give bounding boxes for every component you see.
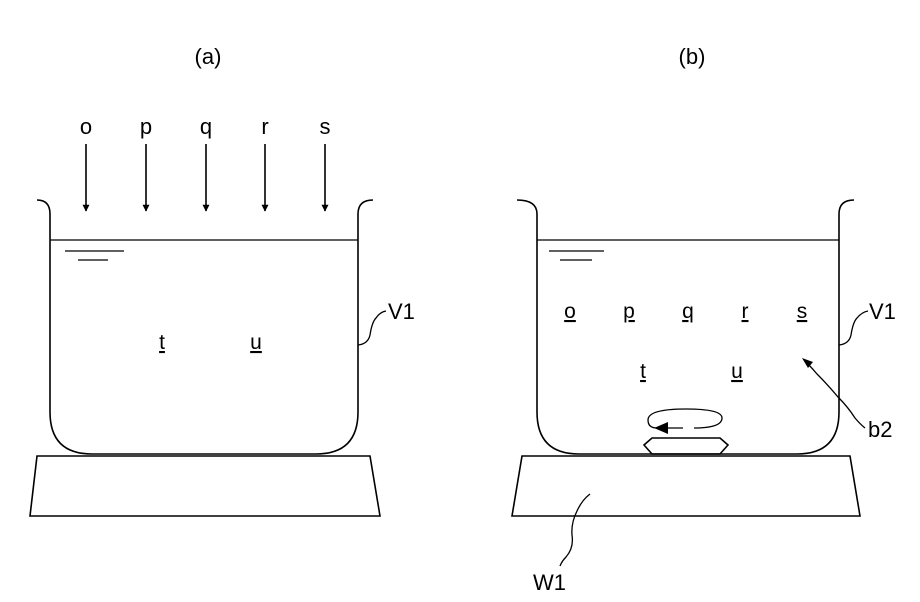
arrow-o: o	[80, 114, 92, 211]
vessel-label-a: V1	[388, 299, 415, 324]
content-t-b: t	[640, 360, 646, 383]
leader-v1-a	[358, 311, 386, 345]
arrow-s: s	[320, 114, 331, 211]
arrow-q: q	[200, 114, 212, 211]
arrow-p: p	[140, 114, 152, 211]
plate-label-w1: W1	[533, 570, 566, 595]
water-level-symbol-b	[549, 251, 604, 260]
beaker-b	[517, 200, 854, 454]
stand-b	[512, 456, 860, 516]
content-r-b: r	[742, 300, 749, 323]
stir-bar	[644, 438, 728, 454]
arrow-label-o: o	[80, 114, 92, 139]
content-p-b: p	[623, 300, 635, 323]
arrow-label-p: p	[140, 114, 152, 139]
panel-b-caption: (b)	[679, 44, 706, 69]
content-u-b: u	[731, 360, 743, 383]
leader-v1-b	[839, 311, 868, 345]
panel-a: (a) o p q r s t u V1	[30, 44, 415, 516]
rotation-arrow-icon	[648, 409, 722, 434]
arrow-label-r: r	[261, 114, 268, 139]
panel-b: (b) o p q r s t u V1 b2 W1	[512, 44, 896, 595]
vessel-label-b: V1	[869, 299, 896, 324]
beaker-a	[37, 200, 373, 454]
arrow-label-q: q	[200, 114, 212, 139]
stand-a	[30, 456, 380, 516]
content-o-b: o	[564, 300, 576, 323]
panel-a-caption: (a)	[195, 44, 222, 69]
water-level-symbol-a	[65, 251, 124, 260]
arrow-r: r	[261, 114, 268, 211]
content-q-b: q	[682, 300, 694, 323]
leader-b2-arrowhead	[802, 358, 813, 368]
arrow-label-s: s	[320, 114, 331, 139]
content-u-a: u	[250, 331, 262, 354]
content-t-a: t	[159, 331, 165, 354]
leader-b2	[806, 362, 865, 428]
leader-w1	[560, 494, 590, 566]
solution-label-b2: b2	[868, 417, 892, 442]
content-s-b: s	[797, 300, 808, 323]
